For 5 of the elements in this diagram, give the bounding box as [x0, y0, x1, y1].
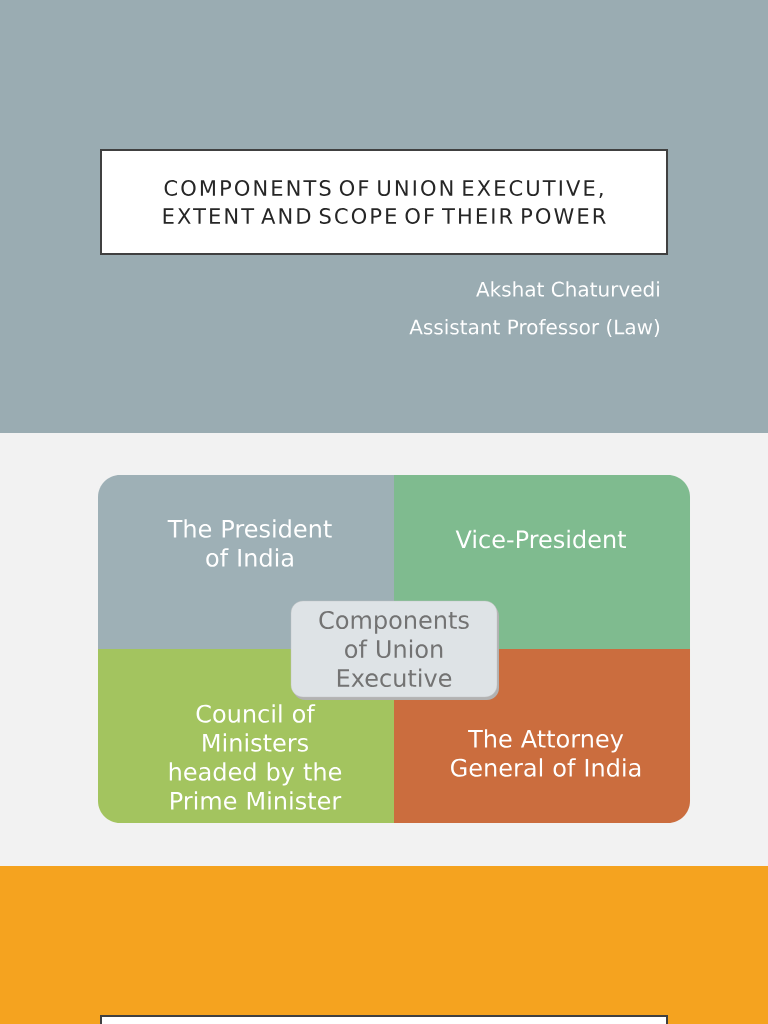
center-box: Components of Union Executive — [290, 600, 499, 700]
title-box: COMPONENTS OF UNION EXECUTIVE, EXTENT AND SCOPE OF THEIR POWER — [100, 149, 668, 255]
title-box — [100, 1015, 668, 1024]
subtitle-text: Akshat Chaturvedi — [476, 281, 659, 297]
subtitle-text: Assistant Professor (Law) — [409, 319, 660, 337]
